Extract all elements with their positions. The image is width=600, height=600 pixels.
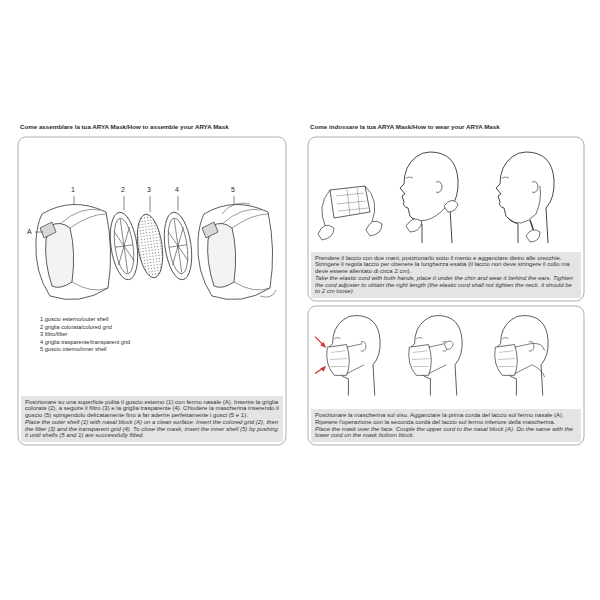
- instruction-text-it: Posizionare la mascherina sul viso. Agga…: [315, 412, 577, 425]
- section-heading: Come assemblare la tua ARYA Mask/How to …: [20, 123, 229, 130]
- callout-number: 5: [231, 186, 235, 194]
- instruction-text-it: Prendere il laccio con due mani, posizio…: [315, 255, 577, 275]
- callout-number: 1: [71, 186, 75, 194]
- instruction-text-en: Place the mask over the face. Couple the…: [315, 426, 577, 439]
- instruction-box: Posizionare su una superficie pulita il …: [21, 396, 283, 442]
- callout-number: 3: [147, 186, 151, 194]
- instruction-text-en: Take the elastic cord with both hands, p…: [315, 275, 577, 295]
- section-heading: Come indossare la tua ARYA Mask/How to w…: [310, 123, 500, 130]
- part-list-item: 1 guscio esterno/outer shell: [40, 316, 108, 322]
- instruction-text-it: Posizionare su una superficie pulita il …: [25, 399, 279, 419]
- instruction-box: Posizionare la mascherina sul viso. Agga…: [311, 409, 581, 442]
- instruction-box: Prendere il laccio con due mani, posizio…: [311, 252, 581, 298]
- callout-number: 2: [121, 186, 125, 194]
- instruction-text-en: Place the outer shell (1) with nasal blo…: [25, 419, 279, 439]
- callout-number: 4: [175, 186, 179, 194]
- part-list-item: 3 filtro/filter: [40, 331, 67, 337]
- part-list-item: 2 griglia colorata/colored grid: [40, 324, 112, 330]
- callout-number: A: [27, 228, 32, 236]
- part-list-item: 5 guscio interno/inner shell: [40, 346, 107, 352]
- part-list-item: 4 griglia trasparente/transparent grid: [40, 339, 130, 345]
